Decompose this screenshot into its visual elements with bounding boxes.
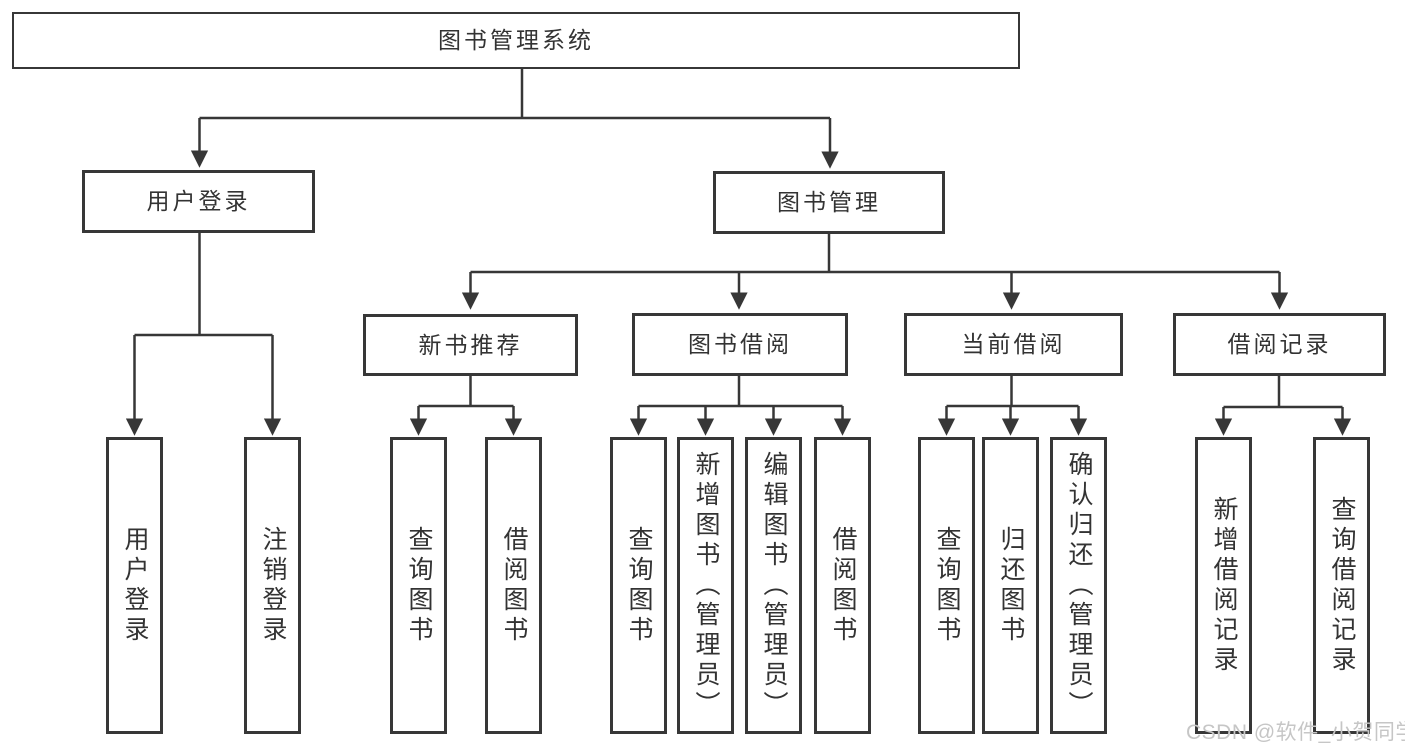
leaf-bb-query-books: 查询图书 [610, 437, 667, 734]
connector-book-management-children [461, 234, 1289, 310]
leaf-br-query-borrow-record: 查询借阅记录 [1313, 437, 1370, 734]
leaf-cb-return-books-label: 归还图书 [997, 525, 1025, 646]
leaf-cb-confirm-return-admin-label: 确认归还（管理员） [1065, 450, 1093, 721]
connector-current-borrowing-children [937, 376, 1088, 436]
leaf-cb-return-books: 归还图书 [982, 437, 1039, 734]
leaf-cb-query-books-label: 查询图书 [933, 525, 961, 646]
node-root-system-label: 图书管理系统 [438, 27, 594, 53]
node-user-login-label: 用户登录 [146, 188, 251, 214]
leaf-br-query-borrow-record-label: 查询借阅记录 [1328, 495, 1356, 676]
node-root-system: 图书管理系统 [12, 12, 1020, 69]
leaf-logout-label: 注销登录 [259, 525, 287, 646]
leaf-bb-edit-books-admin-label: 编辑图书（管理员） [760, 450, 788, 721]
node-new-book-recommendation: 新书推荐 [363, 314, 578, 376]
leaf-cb-query-books: 查询图书 [918, 437, 975, 734]
leaf-cb-confirm-return-admin: 确认归还（管理员） [1050, 437, 1107, 734]
connector-new-book-recommendation-children [409, 376, 523, 436]
connector-user-login-children [125, 233, 282, 436]
leaf-nbr-query-books-label: 查询图书 [405, 525, 433, 646]
csdn-watermark: CSDN @软件_小贺同学 [1186, 721, 1405, 744]
node-user-login: 用户登录 [82, 170, 315, 233]
leaf-bb-borrow-books: 借阅图书 [814, 437, 871, 734]
leaf-bb-add-books-admin-label: 新增图书（管理员） [692, 450, 720, 721]
connector-root-to-level2 [190, 68, 839, 169]
connector-book-borrowing-children [629, 376, 852, 436]
leaf-bb-borrow-books-label: 借阅图书 [829, 525, 857, 646]
node-book-management-label: 图书管理 [777, 189, 881, 215]
node-book-borrowing: 图书借阅 [632, 313, 848, 376]
leaf-br-add-borrow-record-label: 新增借阅记录 [1210, 495, 1238, 676]
leaf-user-login-label: 用户登录 [121, 525, 149, 646]
leaf-br-add-borrow-record: 新增借阅记录 [1195, 437, 1252, 734]
leaf-bb-add-books-admin: 新增图书（管理员） [677, 437, 734, 734]
node-borrowing-records-label: 借阅记录 [1227, 331, 1332, 357]
node-new-book-recommendation-label: 新书推荐 [418, 331, 523, 358]
leaf-user-login: 用户登录 [106, 437, 163, 734]
node-current-borrowing: 当前借阅 [904, 313, 1123, 376]
leaf-logout: 注销登录 [244, 437, 301, 734]
node-current-borrowing-label: 当前借阅 [961, 331, 1066, 357]
node-borrowing-records: 借阅记录 [1173, 313, 1386, 376]
leaf-bb-query-books-label: 查询图书 [625, 525, 653, 646]
node-book-borrowing-label: 图书借阅 [688, 331, 792, 357]
leaf-nbr-borrow-books: 借阅图书 [485, 437, 542, 734]
leaf-nbr-query-books: 查询图书 [390, 437, 447, 734]
leaf-nbr-borrow-books-label: 借阅图书 [500, 525, 528, 646]
leaf-bb-edit-books-admin: 编辑图书（管理员） [745, 437, 802, 734]
connector-borrowing-records-children [1214, 376, 1352, 436]
node-book-management: 图书管理 [713, 171, 945, 234]
